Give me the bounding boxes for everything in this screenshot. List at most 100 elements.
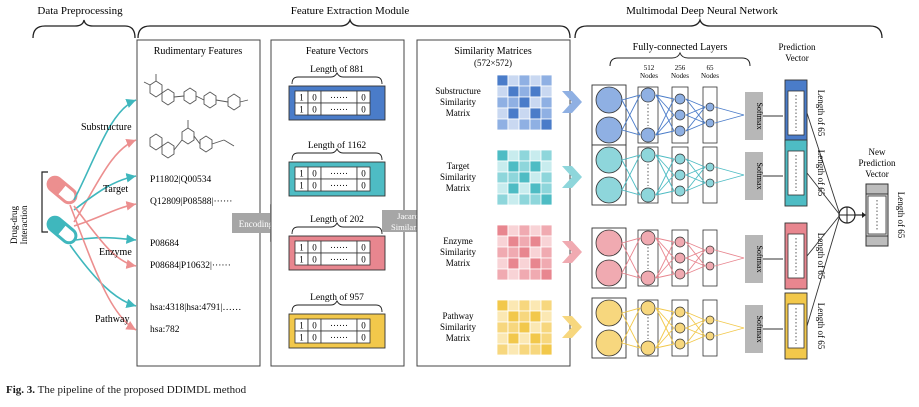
connection xyxy=(655,343,675,349)
vector-cell-value: 1 xyxy=(299,93,304,103)
molecule-structure-1 xyxy=(143,74,249,111)
matrix-cell xyxy=(540,96,553,109)
prediction-vector-title-line1: Prediction xyxy=(779,42,816,52)
connection xyxy=(655,94,675,100)
input-node xyxy=(595,116,623,144)
matrix-cell xyxy=(496,299,509,312)
combine-line xyxy=(806,112,841,216)
connection xyxy=(685,98,706,108)
softmax-label: Softmax xyxy=(755,315,764,342)
hidden-node xyxy=(674,169,686,181)
input-node xyxy=(595,146,623,174)
matrix-cell xyxy=(518,160,531,173)
vector-cell-value: 0 xyxy=(361,243,366,253)
softmax-label: Softmax xyxy=(755,245,764,272)
pill-icon-teal xyxy=(46,215,78,245)
connection xyxy=(655,327,675,349)
pill-icon-pink xyxy=(46,175,78,205)
vector-cell-value: 0 xyxy=(312,169,317,179)
vector-cell-value: 1 xyxy=(299,255,304,265)
matrix-cell xyxy=(540,332,553,345)
similarity-subtitle: (572×572) xyxy=(474,58,512,68)
matrix-cell xyxy=(518,257,531,270)
hidden-node xyxy=(705,102,715,112)
vector-cell-value: 0 xyxy=(361,255,366,265)
hidden-node xyxy=(640,300,656,316)
vector-cell-value: 0 xyxy=(361,181,366,191)
matrix-cell xyxy=(518,332,531,345)
matrix-cell xyxy=(507,332,520,345)
connection xyxy=(655,174,675,196)
connection xyxy=(655,237,675,275)
prediction-length: Length of 65 xyxy=(816,90,826,137)
softmax-label: Softmax xyxy=(755,162,764,189)
matrix-cell xyxy=(529,107,542,120)
vector-cell-value: ······ xyxy=(330,93,348,103)
connection xyxy=(685,335,706,345)
matrix-cell xyxy=(518,193,531,206)
matrix-cell xyxy=(496,182,509,195)
vector-cell-value: 1 xyxy=(299,169,304,179)
vector-cell-value: 0 xyxy=(361,105,366,115)
hidden-node xyxy=(640,127,656,143)
matrix-cell xyxy=(529,160,542,173)
input-node xyxy=(595,329,623,357)
vector-cell-value: 1 xyxy=(299,333,304,343)
matrix-cell xyxy=(540,268,553,281)
matrix-cell xyxy=(518,107,531,120)
similarity-label-line: Similarity xyxy=(440,322,477,332)
vector-cell-value: 1 xyxy=(299,243,304,253)
input-node xyxy=(595,86,623,114)
chevron-arrow xyxy=(562,91,582,113)
connection xyxy=(621,272,641,279)
chevron-arrow xyxy=(562,316,582,338)
header-preprocessing: Data Preprocessing xyxy=(37,5,123,17)
combine-line xyxy=(806,214,841,257)
matrix-cell xyxy=(529,96,542,109)
matrix-cell xyxy=(507,118,520,131)
vector-cell-value: ······ xyxy=(330,255,348,265)
matrix-cell xyxy=(496,332,509,345)
new-prediction-line1: New xyxy=(869,147,886,157)
matrix-cell xyxy=(540,246,553,259)
matrix-cell xyxy=(496,246,509,259)
connection xyxy=(714,174,745,184)
prediction-length: Length of 65 xyxy=(816,233,826,280)
input-node xyxy=(595,259,623,287)
matrix-cell xyxy=(540,74,553,87)
connection xyxy=(714,257,745,267)
connection xyxy=(655,154,675,176)
matrix-cell xyxy=(540,149,553,162)
vector-cell-value: ······ xyxy=(330,333,348,343)
matrix-cell xyxy=(507,160,520,173)
hidden-node xyxy=(705,245,715,255)
matrix-cell xyxy=(529,224,542,237)
caption-text: The pipeline of the proposed DDIMDL meth… xyxy=(37,384,247,396)
new-prediction-length: Length of 65 xyxy=(896,192,906,239)
enzyme-ids-line2: P08684|P10632|······ xyxy=(150,261,231,271)
connection xyxy=(655,257,675,279)
layer-box xyxy=(702,146,718,204)
brace-mdnn xyxy=(574,17,883,39)
hidden-node xyxy=(705,261,715,271)
matrix-cell xyxy=(496,171,509,184)
vector-cell-value: 0 xyxy=(312,333,317,343)
vector-cell-value: 1 xyxy=(299,105,304,115)
layer-box xyxy=(637,146,659,204)
matrix-cell xyxy=(518,299,531,312)
connection xyxy=(714,114,745,124)
encoding-label: Encoding xyxy=(239,219,274,229)
vector-cell-value: 0 xyxy=(361,333,366,343)
matrix-cell xyxy=(529,343,542,356)
matrix-cell xyxy=(518,182,531,195)
connection xyxy=(714,249,745,259)
header-mdnn: Multimodal Deep Neural Network xyxy=(626,5,778,17)
connection xyxy=(655,94,675,132)
connection xyxy=(655,311,675,349)
hidden-node xyxy=(640,187,656,203)
ddi-bracket xyxy=(41,171,48,233)
similarity-label-line: Enzyme xyxy=(443,236,473,246)
matrix-cell xyxy=(507,246,520,259)
